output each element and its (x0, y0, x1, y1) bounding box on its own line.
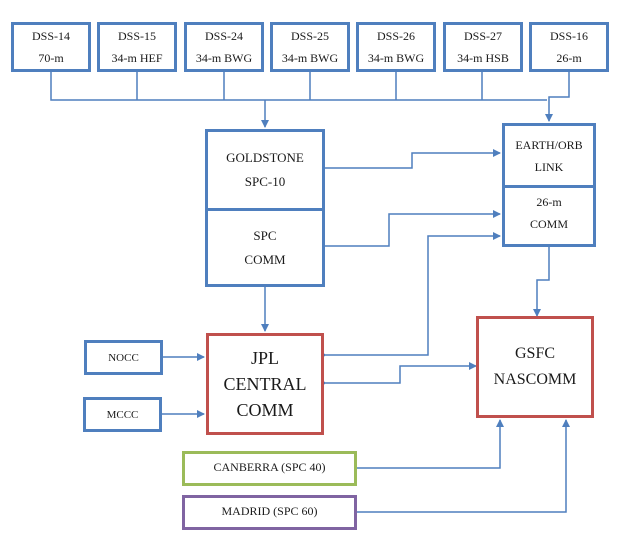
gsfc-label: GSFC (514, 345, 556, 362)
central-label: CENTRAL (223, 374, 307, 394)
station-name: DSS-24 (204, 29, 243, 43)
earth-orb-label: EARTH/ORB (515, 137, 583, 152)
jpl-label: JPL (250, 348, 279, 368)
nocc-label: NOCC (108, 351, 139, 364)
mccc-box: MCCC (83, 397, 162, 432)
earth-orb-block: EARTH/ORB LINK 26-m COMM (502, 123, 596, 247)
spc-comm-26m-link (319, 210, 501, 250)
goldstone-label: GOLDSTONE (226, 150, 304, 165)
comm-label: COMM (236, 400, 294, 420)
station-type: 34-m BWG (281, 51, 339, 65)
comm-label: COMM (529, 217, 568, 231)
station-type: 34-m HSB (457, 51, 509, 65)
jpl-26m-link (319, 232, 501, 359)
26m-gsfc-link (533, 241, 553, 317)
jpl-gsfc-link (319, 362, 477, 387)
spc-comm-section: SPC COMM (208, 211, 322, 284)
nocc-box: NOCC (84, 340, 163, 375)
spc-label: SPC (253, 227, 277, 243)
26m-label: 26-m (536, 195, 562, 209)
station-type: 34-m BWG (195, 51, 253, 65)
mccc-label: MCCC (106, 408, 139, 421)
station-dss-16: DSS-16 26-m (529, 22, 609, 72)
station-type: 34-m HEF (111, 51, 163, 65)
comm-26m-section: 26-m COMM (505, 188, 593, 238)
station-name: DSS-14 (31, 29, 70, 43)
station-name: DSS-15 (117, 29, 156, 43)
station-dss-27: DSS-27 34-m HSB (443, 22, 523, 72)
gsfc-nascomm: GSFC NASCOMM (476, 316, 594, 418)
station-dss-26: DSS-26 34-m BWG (356, 22, 436, 72)
canberra-gsfc-link (351, 419, 504, 472)
station-name: DSS-25 (290, 29, 329, 43)
station-name: DSS-26 (376, 29, 415, 43)
station-dss-24: DSS-24 34-m BWG (184, 22, 264, 72)
station-bus (50, 72, 547, 101)
link-label: LINK (534, 159, 564, 174)
madrid-label: MADRID (SPC 60) (221, 504, 318, 518)
dss16-to-earth-orb (545, 72, 570, 122)
madrid-gsfc-link (351, 419, 570, 516)
madrid-box: MADRID (SPC 60) (182, 495, 357, 530)
comm-label: COMM (244, 251, 286, 267)
goldstone-earth-orb-link (319, 149, 501, 172)
station-dss-25: DSS-25 34-m BWG (270, 22, 350, 72)
section-divider (208, 208, 322, 211)
station-type: 34-m BWG (367, 51, 425, 65)
station-name: DSS-16 (549, 29, 588, 43)
goldstone-spc-block: GOLDSTONE SPC-10 SPC COMM (205, 129, 325, 287)
earth-orb-section: EARTH/ORB LINK (505, 126, 593, 185)
station-type: 70-m (38, 51, 64, 65)
station-dss-14: DSS-14 70-m (11, 22, 91, 72)
spc10-label: SPC-10 (244, 174, 286, 189)
jpl-central-comm: JPL CENTRAL COMM (206, 333, 324, 435)
nascomm-label: NASCOMM (493, 371, 577, 388)
section-divider (505, 185, 593, 188)
station-name: DSS-27 (463, 29, 502, 43)
canberra-box: CANBERRA (SPC 40) (182, 451, 357, 486)
station-dss-15: DSS-15 34-m HEF (97, 22, 177, 72)
canberra-label: CANBERRA (SPC 40) (213, 460, 326, 474)
station-type: 26-m (556, 51, 582, 65)
goldstone-section: GOLDSTONE SPC-10 (208, 132, 322, 208)
